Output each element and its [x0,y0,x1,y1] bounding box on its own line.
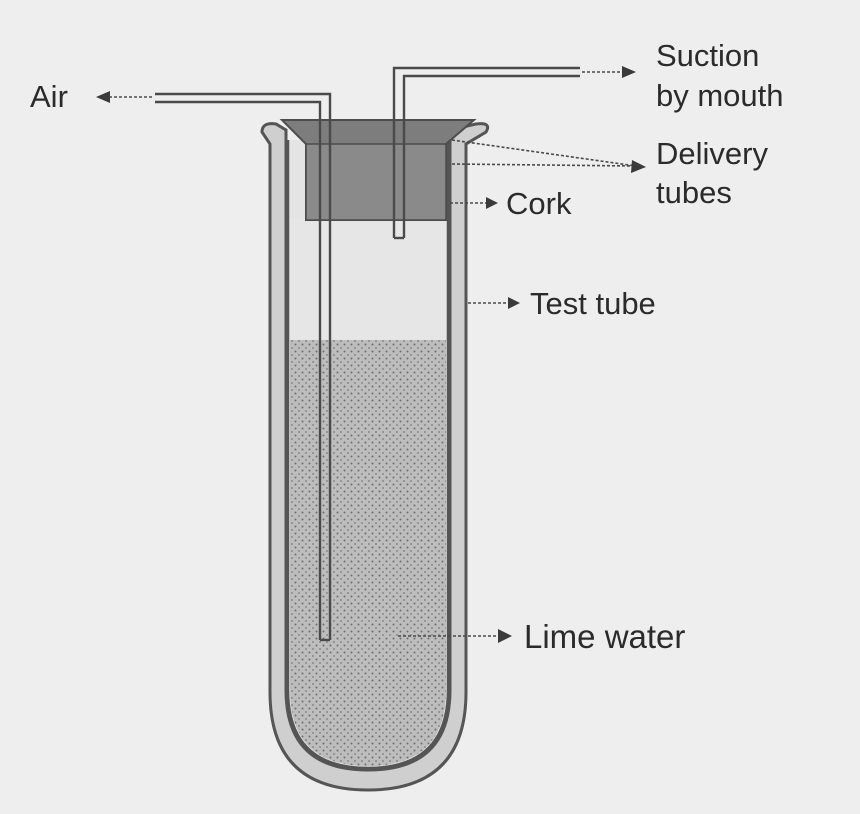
lime-water-leader [398,629,512,643]
long-delivery-tube [155,92,332,642]
test-tube-leader [468,297,520,309]
suction-label-line1: Suction [656,38,759,73]
delivery-tubes-leader [451,139,646,173]
lime-water-liquid [290,340,446,766]
air-label: Air [30,79,68,114]
delivery-label-line2: tubes [656,175,732,210]
air-leader [96,91,152,103]
lime-water-label: Lime water [524,618,685,655]
air-gap [290,218,446,340]
short-delivery-tube [392,66,580,240]
cork [279,119,477,221]
delivery-label-line1: Delivery [656,136,768,171]
cork-label: Cork [506,186,572,221]
cork-leader [450,197,498,209]
suction-leader [582,66,636,78]
test-tube-label: Test tube [530,286,656,321]
suction-label-line2: by mouth [656,78,784,113]
